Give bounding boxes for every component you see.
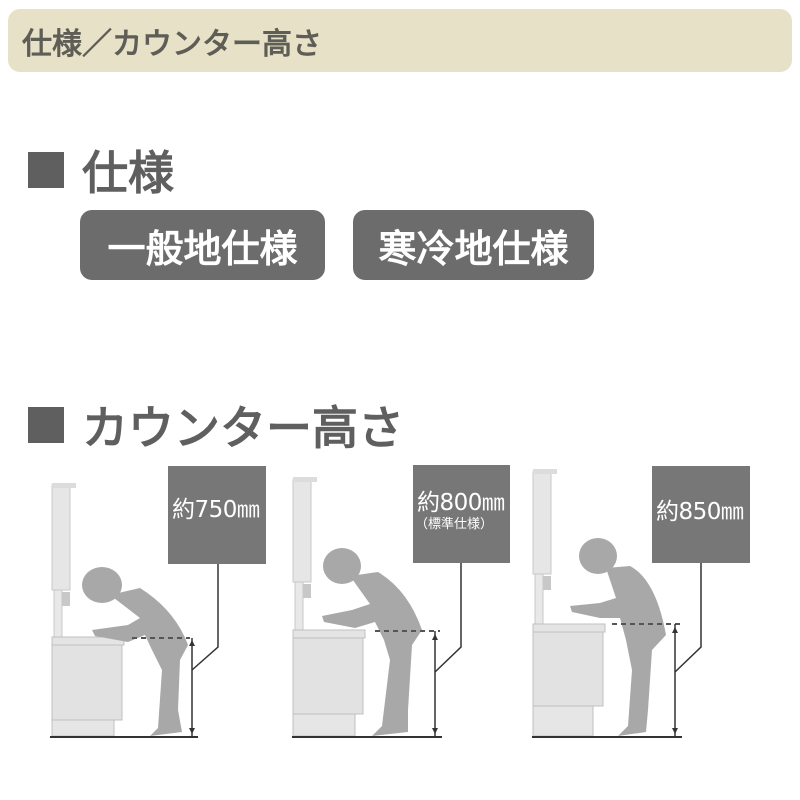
header-bar: 仕様／カウンター高さ (8, 9, 792, 72)
height-label-box: 約850㎜ (652, 466, 750, 563)
height-section-title: カウンター高さ (82, 401, 404, 455)
page-title: 仕様／カウンター高さ (22, 27, 322, 62)
spec-section-heading: 仕様 (28, 137, 174, 203)
washbasin-figure-illustration (292, 477, 462, 738)
general-spec-button[interactable]: 一般地仕様 (80, 210, 325, 280)
height-label-box: 約750㎜ (168, 466, 266, 564)
spec-section-title: 仕様 (82, 146, 174, 200)
square-bullet-icon (28, 407, 64, 443)
height-label: 約800㎜ (417, 490, 505, 516)
counter-height-diagram-850: 約850㎜ (520, 460, 790, 750)
standard-spec-note: （標準仕様） (415, 517, 494, 532)
washbasin-figure-illustration (50, 483, 219, 738)
cold-region-spec-button[interactable]: 寒冷地仕様 (353, 210, 594, 280)
height-section-heading: カウンター高さ (28, 392, 404, 458)
counter-height-diagram-750: 約750㎜ (40, 460, 310, 750)
washbasin-figure-illustration (532, 469, 702, 738)
square-bullet-icon (28, 152, 64, 188)
height-label-box: 約800㎜ （標準仕様） (413, 465, 510, 563)
height-label: 約850㎜ (656, 499, 744, 525)
counter-height-diagram-800: 約800㎜ （標準仕様） (280, 460, 550, 750)
height-label: 約750㎜ (172, 497, 260, 523)
